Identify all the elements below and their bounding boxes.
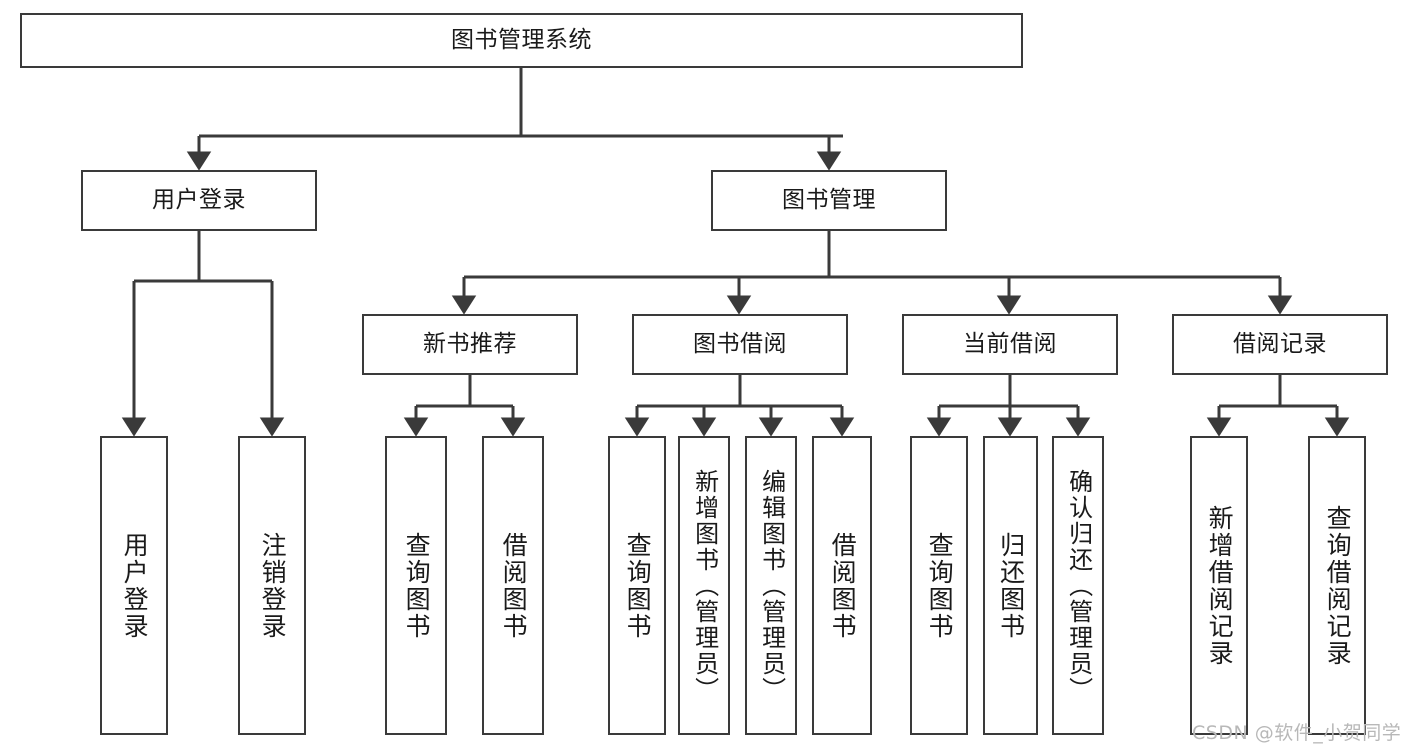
watermark: CSDN @软件_小贺同学 [1192, 722, 1402, 744]
node-leaf-query-book-3[interactable]: 查询图书 [910, 436, 968, 735]
node-leaf-add-book-label: 新增图书（管理员） [690, 468, 719, 703]
node-leaf-borrow-book-2[interactable]: 借阅图书 [812, 436, 872, 735]
node-book-manage[interactable]: 图书管理 [711, 170, 947, 231]
node-leaf-borrow-book-1[interactable]: 借阅图书 [482, 436, 544, 735]
node-borrow-record[interactable]: 借阅记录 [1172, 314, 1388, 375]
node-new-book-recommend-label: 新书推荐 [423, 330, 517, 357]
node-leaf-confirm-return[interactable]: 确认归还（管理员） [1052, 436, 1104, 735]
node-root[interactable]: 图书管理系统 [20, 13, 1023, 68]
node-root-label: 图书管理系统 [451, 26, 592, 53]
node-leaf-query-book-1-label: 查询图书 [402, 531, 432, 640]
node-leaf-query-record[interactable]: 查询借阅记录 [1308, 436, 1366, 735]
node-new-book-recommend[interactable]: 新书推荐 [362, 314, 578, 375]
node-leaf-edit-book[interactable]: 编辑图书（管理员） [745, 436, 797, 735]
node-leaf-user-login[interactable]: 用户登录 [100, 436, 168, 735]
node-book-manage-label: 图书管理 [782, 186, 876, 213]
node-leaf-query-book-3-label: 查询图书 [925, 531, 955, 640]
node-leaf-query-book-2[interactable]: 查询图书 [608, 436, 666, 735]
node-leaf-query-book-2-label: 查询图书 [623, 531, 653, 640]
node-leaf-query-book-1[interactable]: 查询图书 [385, 436, 447, 735]
node-leaf-add-record-label: 新增借阅记录 [1205, 504, 1235, 667]
node-user-login[interactable]: 用户登录 [81, 170, 317, 231]
node-book-borrow[interactable]: 图书借阅 [632, 314, 848, 375]
node-leaf-query-record-label: 查询借阅记录 [1323, 504, 1353, 667]
node-leaf-borrow-book-2-label: 借阅图书 [828, 531, 858, 640]
node-leaf-return-book[interactable]: 归还图书 [983, 436, 1038, 735]
node-current-borrow[interactable]: 当前借阅 [902, 314, 1118, 375]
node-leaf-borrow-book-1-label: 借阅图书 [499, 531, 529, 640]
node-leaf-add-book[interactable]: 新增图书（管理员） [678, 436, 730, 735]
node-user-login-label: 用户登录 [152, 186, 246, 213]
node-leaf-user-login-label: 用户登录 [120, 531, 150, 640]
node-leaf-logout-label: 注销登录 [258, 531, 288, 640]
node-leaf-confirm-return-label: 确认归还（管理员） [1064, 468, 1093, 703]
node-leaf-return-book-label: 归还图书 [996, 531, 1026, 640]
node-leaf-edit-book-label: 编辑图书（管理员） [757, 468, 786, 703]
node-book-borrow-label: 图书借阅 [693, 330, 787, 357]
node-leaf-logout[interactable]: 注销登录 [238, 436, 306, 735]
node-leaf-add-record[interactable]: 新增借阅记录 [1190, 436, 1248, 735]
node-borrow-record-label: 借阅记录 [1233, 330, 1327, 357]
node-current-borrow-label: 当前借阅 [963, 330, 1057, 357]
